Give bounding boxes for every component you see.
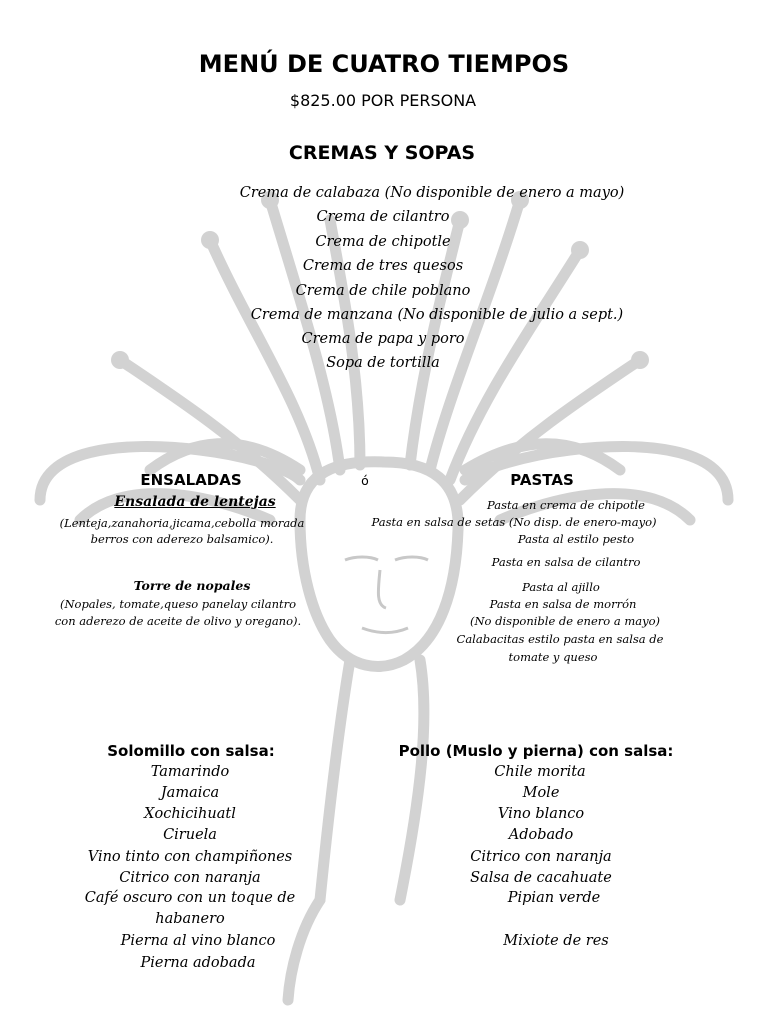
salad-description: (Nopales, tomate,queso panelay cilantro <box>59 597 297 611</box>
solomillo-item: habanero <box>155 911 225 927</box>
pasta-item: Pasta en salsa de setas (No disp. de ene… <box>371 515 657 529</box>
soup-item: Crema de chipotle <box>315 234 451 250</box>
soup-item: Crema de papa y poro <box>301 331 465 347</box>
solomillo-item: Citrico con naranja <box>119 870 261 886</box>
salad-name: Ensalada de lentejas <box>114 494 276 510</box>
solomillo-item: Tamarindo <box>150 764 230 780</box>
pollo-item: Mixiote de res <box>503 933 609 949</box>
pollo-item: Adobado <box>508 827 574 843</box>
pasta-item: tomate y queso <box>508 650 598 664</box>
pollo-item: Chile morita <box>494 764 586 780</box>
pasta-item: Pasta en crema de chipotle <box>487 498 645 512</box>
solomillo-item: Xochicihuatl <box>144 806 236 822</box>
soup-item: Sopa de tortilla <box>326 355 440 371</box>
solomillo-item: Café oscuro con un toque de <box>84 890 296 906</box>
solomillo-item: Vino tinto con champiñones <box>87 849 293 865</box>
pollo-item: Pipian verde <box>507 890 601 906</box>
soup-item: Crema de chile poblano <box>295 283 471 299</box>
salad-description: (Lenteja,zanahoria,jicama,cebolla morada <box>59 516 305 530</box>
salad-description: berros con aderezo balsamico). <box>90 532 274 546</box>
solomillo-item: Ciruela <box>163 827 217 843</box>
menu-title: MENÚ DE CUATRO TIEMPOS <box>198 50 570 78</box>
soup-item: Crema de manzana (No disponible de julio… <box>250 307 624 323</box>
menu-price: $825.00 POR PERSONA <box>289 91 477 110</box>
section-heading-pollo: Pollo (Muslo y pierna) con salsa: <box>398 742 674 760</box>
pasta-item: Pasta en salsa de cilantro <box>491 555 641 569</box>
pollo-item: Vino blanco <box>497 806 585 822</box>
pasta-item: Pasta al estilo pesto <box>517 532 635 546</box>
pasta-item: (No disponible de enero a mayo) <box>469 614 661 628</box>
pollo-item: Citrico con naranja <box>470 849 612 865</box>
pasta-item: Pasta al ajillo <box>522 580 600 594</box>
pollo-item: Mole <box>522 785 560 801</box>
section-heading-sopas: CREMAS Y SOPAS <box>288 142 476 164</box>
pollo-item: Salsa de cacahuate <box>470 870 612 886</box>
section-heading-pastas: PASTAS <box>510 471 574 489</box>
pasta-item: Calabacitas estilo pasta en salsa de <box>456 632 664 646</box>
salad-name: Torre de nopales <box>133 578 251 593</box>
or-separator: ó <box>361 473 369 488</box>
pasta-item: Pasta en salsa de morrón <box>489 597 637 611</box>
solomillo-item: Pierna adobada <box>140 955 256 971</box>
solomillo-item: Jamaica <box>160 785 220 801</box>
soup-item: Crema de calabaza (No disponible de ener… <box>239 185 625 201</box>
section-heading-ensaladas: ENSALADAS <box>140 471 242 489</box>
soup-item: Crema de cilantro <box>316 209 450 225</box>
solomillo-item: Pierna al vino blanco <box>120 933 276 949</box>
section-heading-solomillo: Solomillo con salsa: <box>107 742 275 760</box>
salad-description: con aderezo de aceite de olivo y oregano… <box>54 614 302 628</box>
soup-item: Crema de tres quesos <box>302 258 464 274</box>
